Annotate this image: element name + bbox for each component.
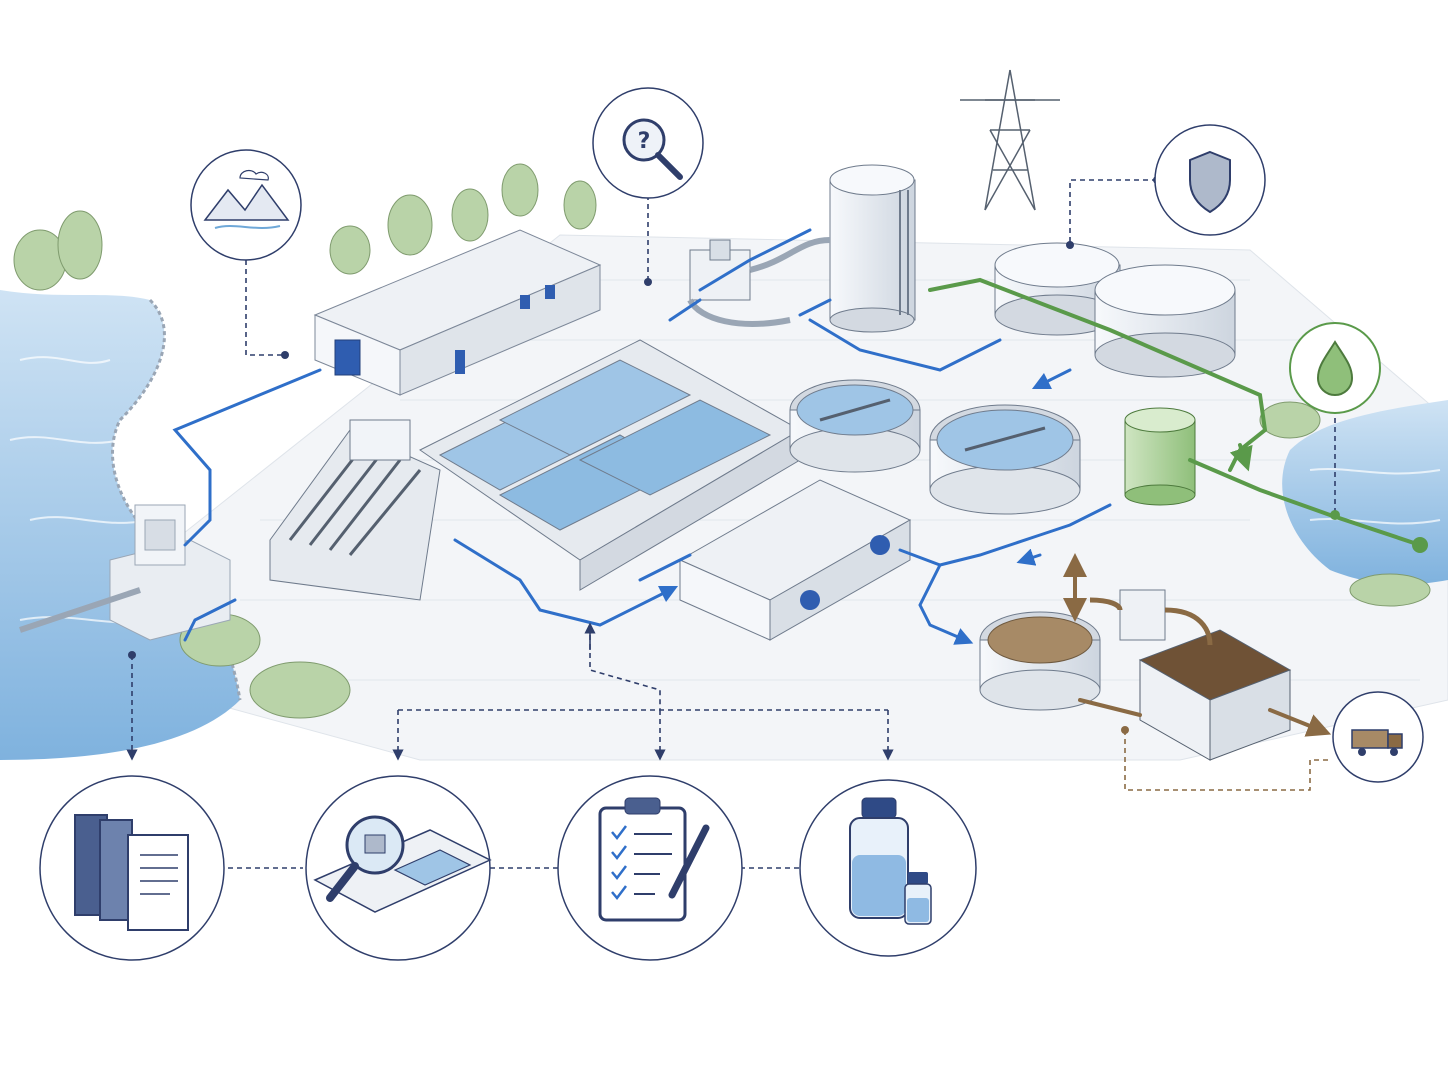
- shield-icon: [1189, 150, 1231, 214]
- callout-connectors-brown: [1124, 730, 1330, 791]
- sample-bottle-icon: [849, 797, 932, 925]
- binders-documents-icon: [74, 814, 189, 931]
- equipment-block: [678, 479, 912, 641]
- transmission-tower: [960, 69, 1060, 211]
- intake-structure: [19, 504, 231, 641]
- callout-connectors: [126, 179, 1336, 869]
- callout-shield: [1154, 124, 1266, 236]
- flat-storage-tank-1: [994, 242, 1121, 336]
- flat-storage-tank-2: [1094, 264, 1236, 378]
- sludge-pump-unit: [1089, 589, 1213, 646]
- bar-screen-headworks: [269, 419, 441, 601]
- callout-landscape: [190, 149, 302, 261]
- river-right: [1282, 400, 1448, 585]
- callout-question: ?: [592, 87, 704, 199]
- svg-text:?: ?: [638, 129, 651, 154]
- checklist-clipboard-icon: [598, 797, 710, 922]
- clarifier-1: [789, 379, 921, 473]
- tall-storage-tank: [829, 164, 916, 333]
- question-magnifier-icon: ?: [622, 118, 683, 180]
- aeration-basins: [419, 339, 802, 591]
- landscape-icon: [203, 169, 290, 229]
- inspection-magnifier-icon: [313, 815, 492, 913]
- warehouse-building: [313, 229, 602, 396]
- callout-water-drop: [1289, 322, 1381, 414]
- callout-inspection: [305, 775, 492, 961]
- process-pipes-blue: [172, 228, 1112, 645]
- callout-truck: [1332, 691, 1424, 783]
- callout-sample: [799, 779, 977, 957]
- callout-checklist: [557, 775, 743, 961]
- effluent-pipe-green: [928, 277, 1428, 553]
- sludge-pipes-brown: [1063, 553, 1332, 737]
- clarifier-2: [929, 404, 1081, 515]
- sludge-container: [1138, 629, 1292, 761]
- water-drop-icon: [1316, 340, 1354, 397]
- green-disinfection-tank: [1124, 407, 1196, 506]
- pump-house: [687, 237, 831, 327]
- sludge-digester: [979, 611, 1101, 711]
- sludge-truck-icon: [1351, 729, 1403, 756]
- callout-documents: [39, 775, 225, 961]
